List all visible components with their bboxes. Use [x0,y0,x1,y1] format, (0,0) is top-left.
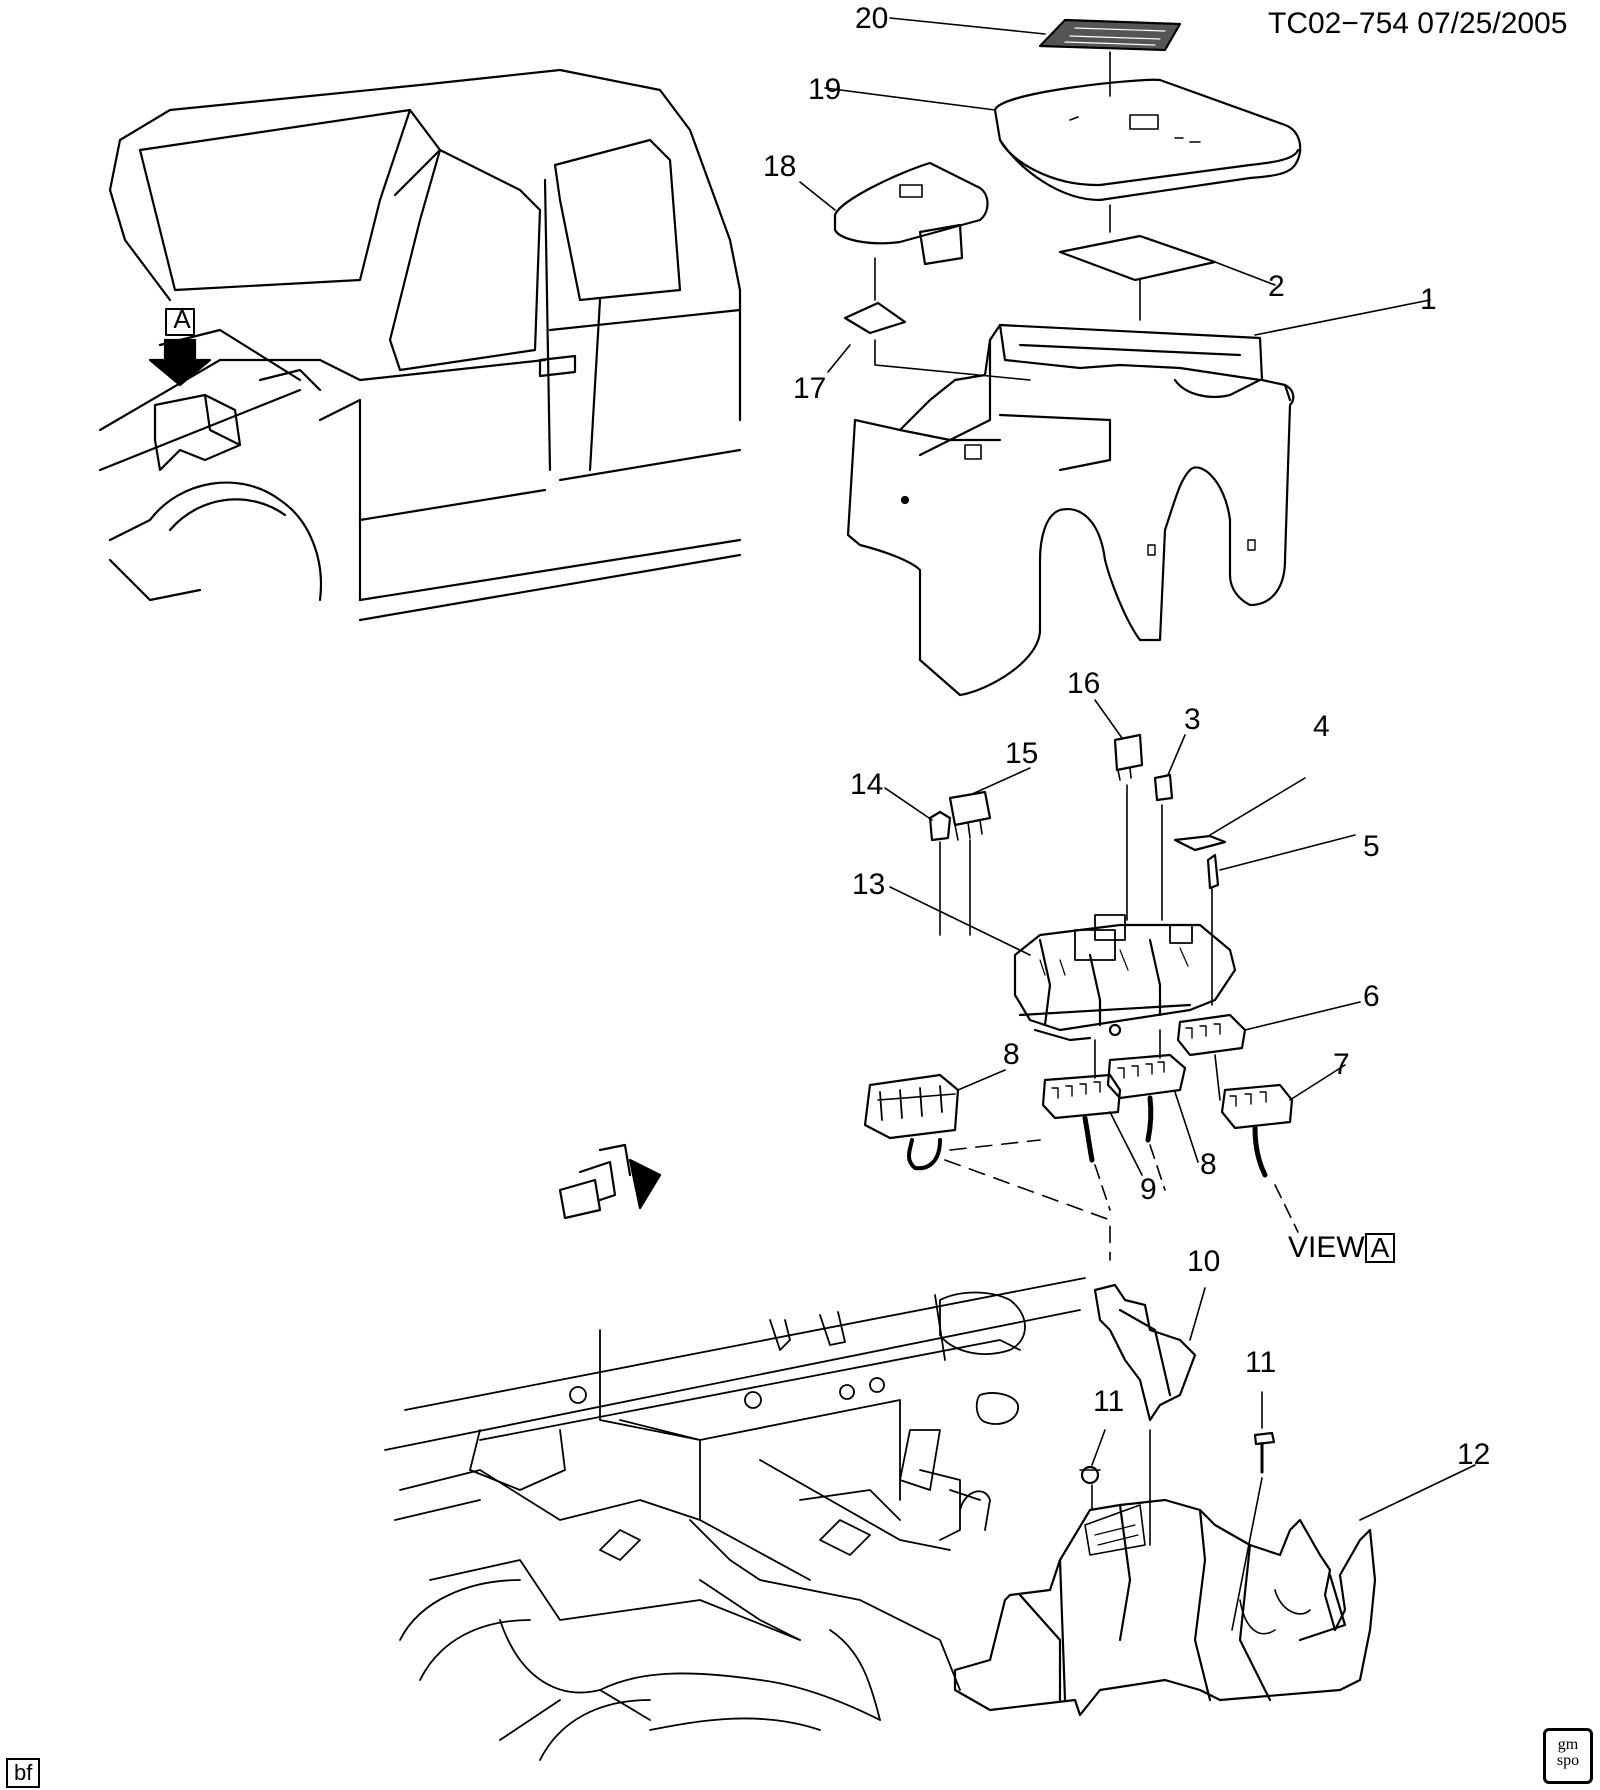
part-17-small-gasket [827,301,1031,381]
callout-5: 5 [1363,830,1380,863]
callout-10: 10 [1187,1245,1221,1278]
part-6-connector [1176,1001,1361,1101]
vehicle-body-structure [384,1277,1086,1761]
truck-illustration [98,68,742,622]
part-14-fuse [884,787,952,936]
part-20-label [889,17,1182,97]
callout-15: 15 [1005,737,1039,770]
callout-14: 14 [850,768,884,801]
part-11-bolt-right [1231,1391,1276,1631]
part-2-gasket [1058,234,1276,321]
logo-line-1: gm [1557,1736,1579,1753]
part-11-bolt-left [1079,1429,1106,1511]
part-9-connector [1041,1039,1143,1211]
part-4-bracket [1173,777,1306,852]
part-10-bracket [1093,1283,1206,1546]
part-8-connector-right [1106,1029,1199,1191]
part-13-fuse-block [889,886,1237,1042]
callout-8-left: 8 [1003,1038,1020,1071]
callout-13: 13 [852,868,886,901]
part-5-stud [1206,834,1356,1006]
callout-16: 16 [1067,667,1101,700]
view-marker-letter: A [173,304,191,334]
callout-8-right: 8 [1200,1148,1217,1181]
callout-12: 12 [1457,1438,1491,1471]
callout-20: 20 [855,2,889,35]
drawing-code: TC02−754 07/25/2005 [1268,8,1567,40]
drawing-date: 07/25/2005 [1417,7,1568,40]
callout-11-left: 11 [1093,1385,1125,1418]
front-direction-indicator [558,1143,662,1220]
part-3-mini-fuse [1153,734,1186,921]
drawing-number: TC02−754 [1268,7,1409,40]
part-8-connector-left [863,1069,1111,1261]
part-12-tray [953,1464,1476,1717]
view-letter: A [1364,1233,1396,1263]
part-16-relay [1094,699,1144,921]
logo-line-2: spo [1556,1752,1580,1769]
view-word: VIEW [1288,1231,1365,1264]
part-15-relay [948,767,1031,936]
view-a-arrow [148,308,212,387]
callout-3: 3 [1184,703,1201,736]
callout-19: 19 [808,73,842,106]
part-19-cover-lid [824,78,1302,233]
part-7-connector [1220,1064,1346,1233]
callout-2: 2 [1268,270,1285,303]
callout-18: 18 [763,150,797,183]
callout-9: 9 [1140,1173,1157,1206]
callout-11-right: 11 [1245,1346,1277,1379]
callout-17: 17 [793,372,827,405]
callout-7: 7 [1333,1048,1350,1081]
artist-initials-badge: bf [6,1758,41,1788]
part-18-small-cover [799,161,989,301]
part-1-housing [846,299,1431,697]
gm-spo-logo: gm spo [1543,1728,1593,1784]
callout-6: 6 [1363,980,1380,1013]
callout-1: 1 [1420,283,1437,316]
callout-4: 4 [1313,710,1330,743]
